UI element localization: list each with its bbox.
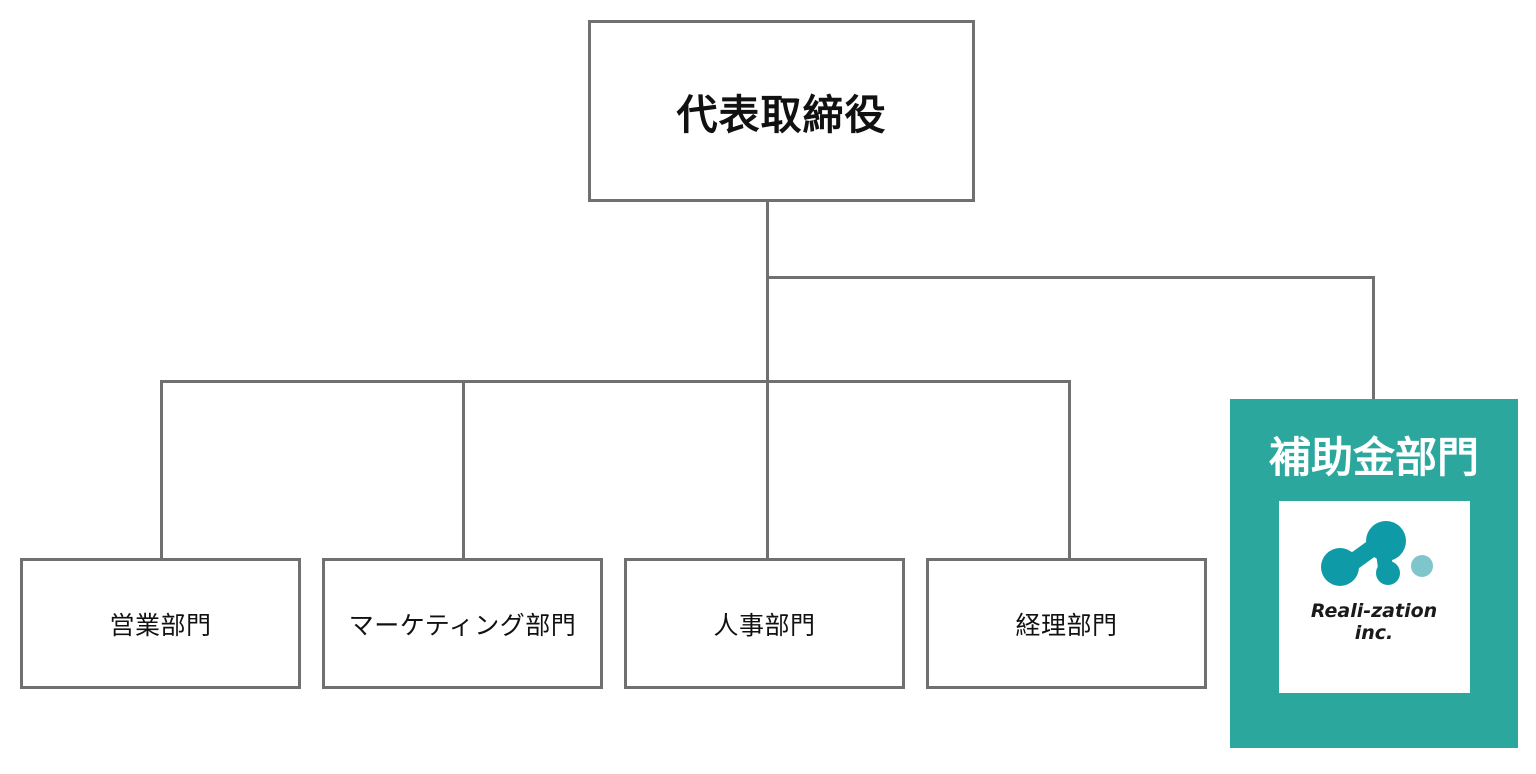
org-node-label: マーケティング部門 — [348, 611, 577, 640]
company-wordmark: Reali-zation inc. — [1310, 600, 1438, 645]
connector-root-stem — [766, 202, 769, 383]
molecule-logo-icon — [1321, 521, 1433, 586]
connector-drop-sales — [160, 380, 163, 560]
org-node-label: 営業部門 — [109, 611, 212, 640]
org-node-representative-director[interactable]: 代表取締役 — [588, 20, 975, 202]
org-node-sales[interactable]: 営業部門 — [20, 558, 301, 689]
connector-branch-subsidy-horizontal — [766, 276, 1375, 279]
company-wordmark-line-1: Reali-zation — [1310, 600, 1438, 622]
org-node-marketing[interactable]: マーケティング部門 — [322, 558, 603, 689]
connector-department-bus — [160, 380, 1071, 383]
org-node-subsidy-department[interactable]: 補助金部門 Reali-zation inc. — [1230, 399, 1518, 748]
org-node-hr[interactable]: 人事部門 — [624, 558, 905, 689]
connector-branch-subsidy-vertical — [1372, 276, 1375, 402]
connector-drop-marketing — [462, 380, 465, 560]
org-node-label: 代表取締役 — [676, 92, 887, 138]
connector-drop-hr — [766, 380, 769, 560]
org-node-label: 経理部門 — [1015, 611, 1118, 640]
org-node-label: 補助金部門 — [1268, 434, 1479, 481]
company-wordmark-line-2: inc. — [1354, 621, 1394, 644]
company-logo-card: Reali-zation inc. — [1278, 501, 1470, 693]
org-node-label: 人事部門 — [713, 611, 816, 640]
org-node-accounting[interactable]: 経理部門 — [926, 558, 1207, 689]
connector-drop-accounting — [1068, 380, 1071, 560]
